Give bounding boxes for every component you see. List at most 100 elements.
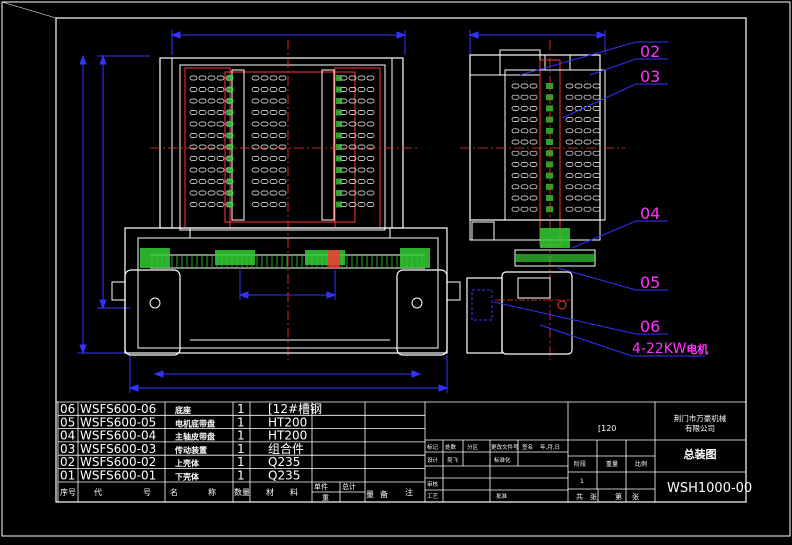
hammer-plate [574,83,583,89]
hammer-plate [366,179,375,184]
hammer-plate [269,167,278,173]
hammer-plate [592,94,601,100]
label-weight: 重量 [606,460,618,468]
hammer-plate [520,184,529,190]
hammer-plate [260,156,269,161]
sheet-total: 共 [576,492,583,501]
part-name: 传动装置 [174,445,207,455]
hammer-plate [189,110,198,115]
hammer-plate [198,179,207,184]
hammer-plate [278,121,287,127]
hammer-plate [251,98,260,104]
hammer-plate [278,179,287,184]
hammer-plate [529,195,538,201]
hammer-plate [511,184,520,190]
part-material: HT200 [268,429,307,443]
hammer-plate [529,139,538,145]
header-remark-2: 注 [405,487,413,497]
hammer-plate [565,117,574,122]
hammer-plate [207,144,216,150]
hammer-plate [357,98,366,104]
hammer-spacer [546,139,553,145]
sheet-current: 第 [615,492,622,501]
hammer-plate [269,144,278,150]
hammer-plate [583,128,592,134]
parts-list-table [56,401,746,502]
hammer-plate [592,83,601,89]
hammer-plate [511,173,520,178]
hammer-plate [574,117,583,122]
part-code: WSFS600-01 [80,469,156,483]
hammer-plate [278,144,287,150]
hammer-spacer [227,201,233,208]
std-label: 标准化 [494,456,511,464]
hammer-plate [511,195,520,201]
part-name: 下壳体 [175,472,200,482]
value-stage: 1 [580,478,584,485]
hammer-plate [260,121,269,127]
hammer-spacer [546,105,553,112]
hammer-plate [251,202,260,207]
parts-list-header: 序号 代 号 名 称 数量 材 料 单件 总计 重 量 备 注 [60,482,413,502]
hammer-plate [198,190,207,196]
drawing-number: WSH1000-00 [667,481,752,496]
hammer-plate [366,144,375,150]
hammer-spacer [546,150,553,157]
hammer-plate [583,173,592,178]
hammer-plate [520,139,529,145]
hammer-plate [198,98,207,104]
hammer-plate [565,206,574,212]
hammer-plate [269,179,278,184]
hammer-plate [207,133,216,138]
header-qty: 数量 [234,487,250,497]
drawing-title: 总装图 [684,447,717,461]
hammer-plate [207,98,216,104]
company-name-line-2: 有限公司 [685,423,715,433]
role-review: 审核 [427,480,439,488]
hammer-spacer [546,94,553,101]
sig-date: 年,月,日 [540,443,560,451]
hammer-plate [529,83,538,89]
hammer-plate [520,195,529,201]
hammer-plate [366,87,375,92]
hammer-plate [357,144,366,150]
hammer-plate [592,150,601,156]
hammer-plate [348,110,357,115]
hammer-plate [592,139,601,145]
hammer-plate [511,83,520,89]
hammer-plate [269,121,278,127]
sheet-current-unit: 张 [632,492,639,501]
hammer-plate [278,75,287,81]
part-qty: 1 [237,469,245,483]
hammer-plate [198,144,207,150]
hammer-plate [583,195,592,201]
hammer-spacer [336,155,342,162]
hammer-spacer [336,109,342,116]
hammer-spacer [336,144,342,150]
hammer-plate [198,110,207,115]
hammer-spacer [336,190,342,196]
front-view [78,30,461,393]
hammer-plate [198,202,207,207]
hammer-plate [520,206,529,212]
title-block: [120 荆门市万豪机械 有限公司 总装图 WSH1000-00 阶段 重量 比… [427,413,752,501]
callout-06: 06 [640,317,660,336]
hammer-plate [511,128,520,134]
part-no: 03 [60,442,75,456]
hammer-plate [520,117,529,122]
hammer-plate [583,117,592,122]
header-weight-2: 量 [366,490,374,499]
hammer-plate [529,162,538,167]
hammer-plate [520,150,529,156]
sig-count: 处数 [445,443,457,451]
hammer-plate [511,150,520,156]
hammer-plate [198,87,207,92]
hammer-spacer [336,178,342,185]
hammer-plate [269,202,278,207]
part-material: [12#槽钢 [268,402,322,416]
hammer-plate [189,133,198,138]
header-material-1: 材 [266,487,274,497]
